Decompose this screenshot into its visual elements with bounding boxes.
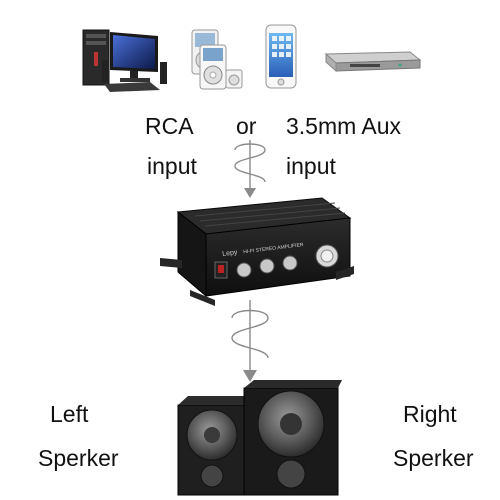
input-signal-arrow [234, 140, 266, 198]
or-label: or [236, 113, 257, 139]
left-speaker-sublabel: Sperker [38, 445, 119, 471]
right-speaker-sublabel: Sperker [393, 445, 474, 471]
dvd-player-icon [324, 51, 422, 73]
left-speaker-label: Left [50, 401, 89, 427]
aux-label: 3.5mm Aux [286, 113, 402, 139]
rca-label: RCA [145, 113, 194, 139]
right-speaker-image [243, 380, 342, 496]
aux-input-label: input [286, 153, 336, 179]
rca-input-label: input [147, 153, 197, 179]
smartphone-icon [265, 24, 297, 89]
right-speaker-label: Right [403, 401, 457, 427]
amplifier-image [160, 197, 354, 306]
mp3-player-icon [191, 29, 243, 90]
desktop-computer-icon [82, 29, 167, 92]
left-speaker-image [177, 396, 252, 496]
output-signal-arrow [231, 300, 269, 382]
